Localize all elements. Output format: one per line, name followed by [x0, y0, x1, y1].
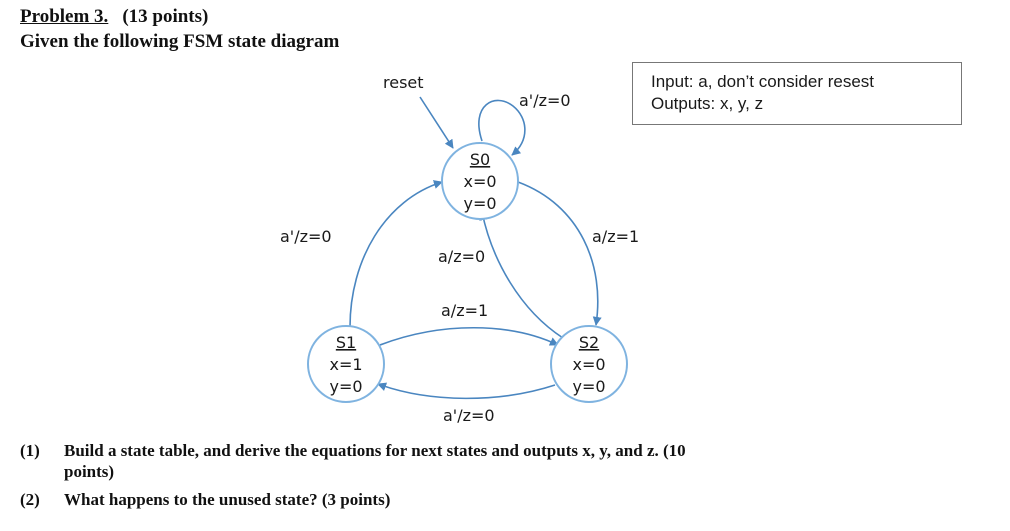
- s2-to-s1-arrow: [377, 382, 556, 400]
- problem-subtitle: Given the following FSM state diagram: [20, 31, 340, 52]
- s2-to-s0-arrow: [479, 211, 564, 339]
- state-s2-name: S2: [579, 333, 599, 352]
- s0-to-s2-label: a/z=1: [592, 227, 639, 246]
- question-1: (1) Build a state table, and derive the e…: [20, 440, 890, 482]
- question-1-text: Build a state table, and derive the equa…: [64, 441, 686, 460]
- state-s1: S1 x=1 y=0: [307, 325, 385, 403]
- state-s1-circle: [307, 325, 385, 403]
- question-1-text-cont: points): [64, 462, 115, 481]
- state-s1-y: y=0: [329, 377, 362, 396]
- problem-heading: Problem 3. (13 points): [20, 6, 208, 28]
- reset-label: reset: [383, 73, 424, 92]
- info-box: Input: a, don’t consider resest Outputs:…: [632, 62, 962, 125]
- question-2-text: What happens to the unused state? (3 poi…: [64, 490, 391, 509]
- state-s0-name: S0: [470, 150, 490, 169]
- state-s0-circle: [441, 142, 519, 220]
- state-s1-name: S1: [336, 333, 356, 352]
- state-s0-x: x=0: [463, 172, 496, 191]
- problem-number: Problem 3.: [20, 6, 109, 27]
- s2-to-s0-label: a/z=0: [438, 247, 485, 266]
- question-2: (2) What happens to the unused state? (3 …: [20, 489, 390, 510]
- problem-points: (13 points): [122, 6, 209, 27]
- s0-self-loop-arrow: [478, 99, 526, 156]
- reset-arrow: [419, 96, 454, 149]
- state-s2-x: x=0: [572, 355, 605, 374]
- s1-to-s0-label: a'/z=0: [280, 227, 332, 246]
- state-s0-y: y=0: [463, 194, 496, 213]
- info-outputs-line: Outputs: x, y, z: [651, 94, 764, 113]
- s1-to-s0-arrow: [349, 180, 443, 328]
- state-s2-y: y=0: [572, 377, 605, 396]
- s0-to-s2-arrow: [517, 181, 602, 326]
- s1-to-s2-arrow: [379, 326, 559, 346]
- info-input-line: Input: a, don’t consider resest: [651, 72, 875, 91]
- state-s0: S0 x=0 y=0: [441, 142, 519, 220]
- state-s1-x: x=1: [329, 355, 362, 374]
- state-s2: S2 x=0 y=0: [550, 325, 628, 403]
- s2-to-s1-label: a'/z=0: [443, 406, 495, 425]
- question-1-number: (1): [20, 441, 40, 460]
- state-s2-circle: [550, 325, 628, 403]
- question-2-number: (2): [20, 490, 40, 509]
- s1-to-s2-label: a/z=1: [441, 301, 488, 320]
- s0-self-loop-label: a'/z=0: [519, 91, 571, 110]
